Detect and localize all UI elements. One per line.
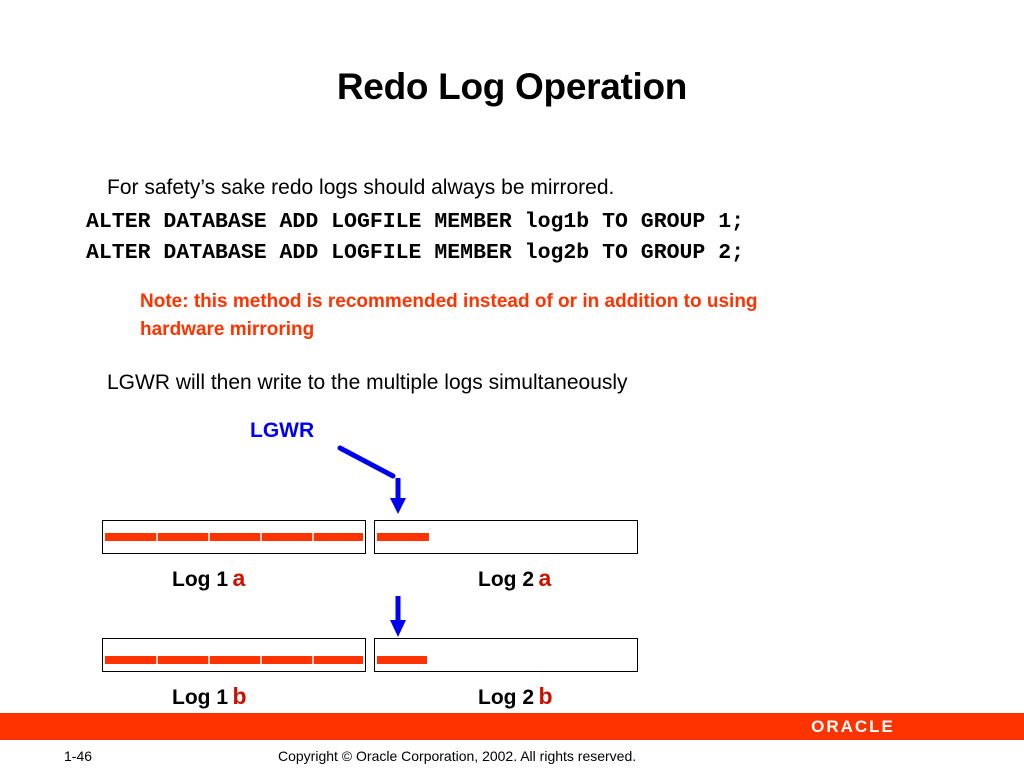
log2a-label: Log 2 a <box>478 565 551 592</box>
redo-entries-log2b <box>377 656 427 664</box>
slide-title: Redo Log Operation <box>336 66 688 107</box>
log2a-member: a <box>538 565 552 591</box>
log1a-label: Log 1 a <box>172 565 245 592</box>
lgwr-process-label: LGWR <box>250 419 315 442</box>
log2b-file <box>374 638 638 672</box>
arrow-icon-group-b <box>390 596 406 637</box>
note-line-1: Note: this method is recommended instead… <box>140 291 758 312</box>
log2b-member: b <box>538 683 553 709</box>
log1b-file <box>102 638 366 672</box>
lgwr-sentence: LGWR will then write to the multiple log… <box>107 371 628 394</box>
diagram-arrows <box>337 445 406 637</box>
note-line-2: hardware mirroring <box>140 319 315 340</box>
sql-line-2: ALTER DATABASE ADD LOGFILE MEMBER log2b … <box>86 241 745 265</box>
log2b-name: Log 2 <box>478 686 534 709</box>
oracle-logo: ORACLE <box>792 717 914 736</box>
log1b-name: Log 1 <box>172 686 228 709</box>
arrow-icon-group-a <box>390 478 406 514</box>
footer-bar <box>0 713 1024 740</box>
note-text: Note: this method is recommended instead… <box>140 288 920 344</box>
log2b-label: Log 2 b <box>478 683 553 710</box>
redo-entries-log2a <box>377 533 429 541</box>
log1a-member: a <box>232 565 246 591</box>
log1b-member: b <box>232 683 247 709</box>
intro-text: For safety’s sake redo logs should alway… <box>107 176 615 199</box>
lgwr-pointer-line <box>337 445 396 479</box>
log1a-file <box>102 520 366 554</box>
page-number: 1-46 <box>64 748 93 764</box>
copyright-text: Copyright © Oracle Corporation, 2002. Al… <box>278 748 637 764</box>
log2a-name: Log 2 <box>478 568 534 591</box>
log1a-name: Log 1 <box>172 568 228 591</box>
redo-entries-log1b <box>105 656 363 664</box>
redo-entries-log1a <box>105 533 363 541</box>
log2a-file <box>374 520 638 554</box>
log1b-label: Log 1 b <box>172 683 247 710</box>
oracle-logo-icon: ORACLE <box>811 717 895 736</box>
sql-line-1: ALTER DATABASE ADD LOGFILE MEMBER log1b … <box>86 210 745 234</box>
oracle-logo-text: ORACLE <box>811 717 895 735</box>
